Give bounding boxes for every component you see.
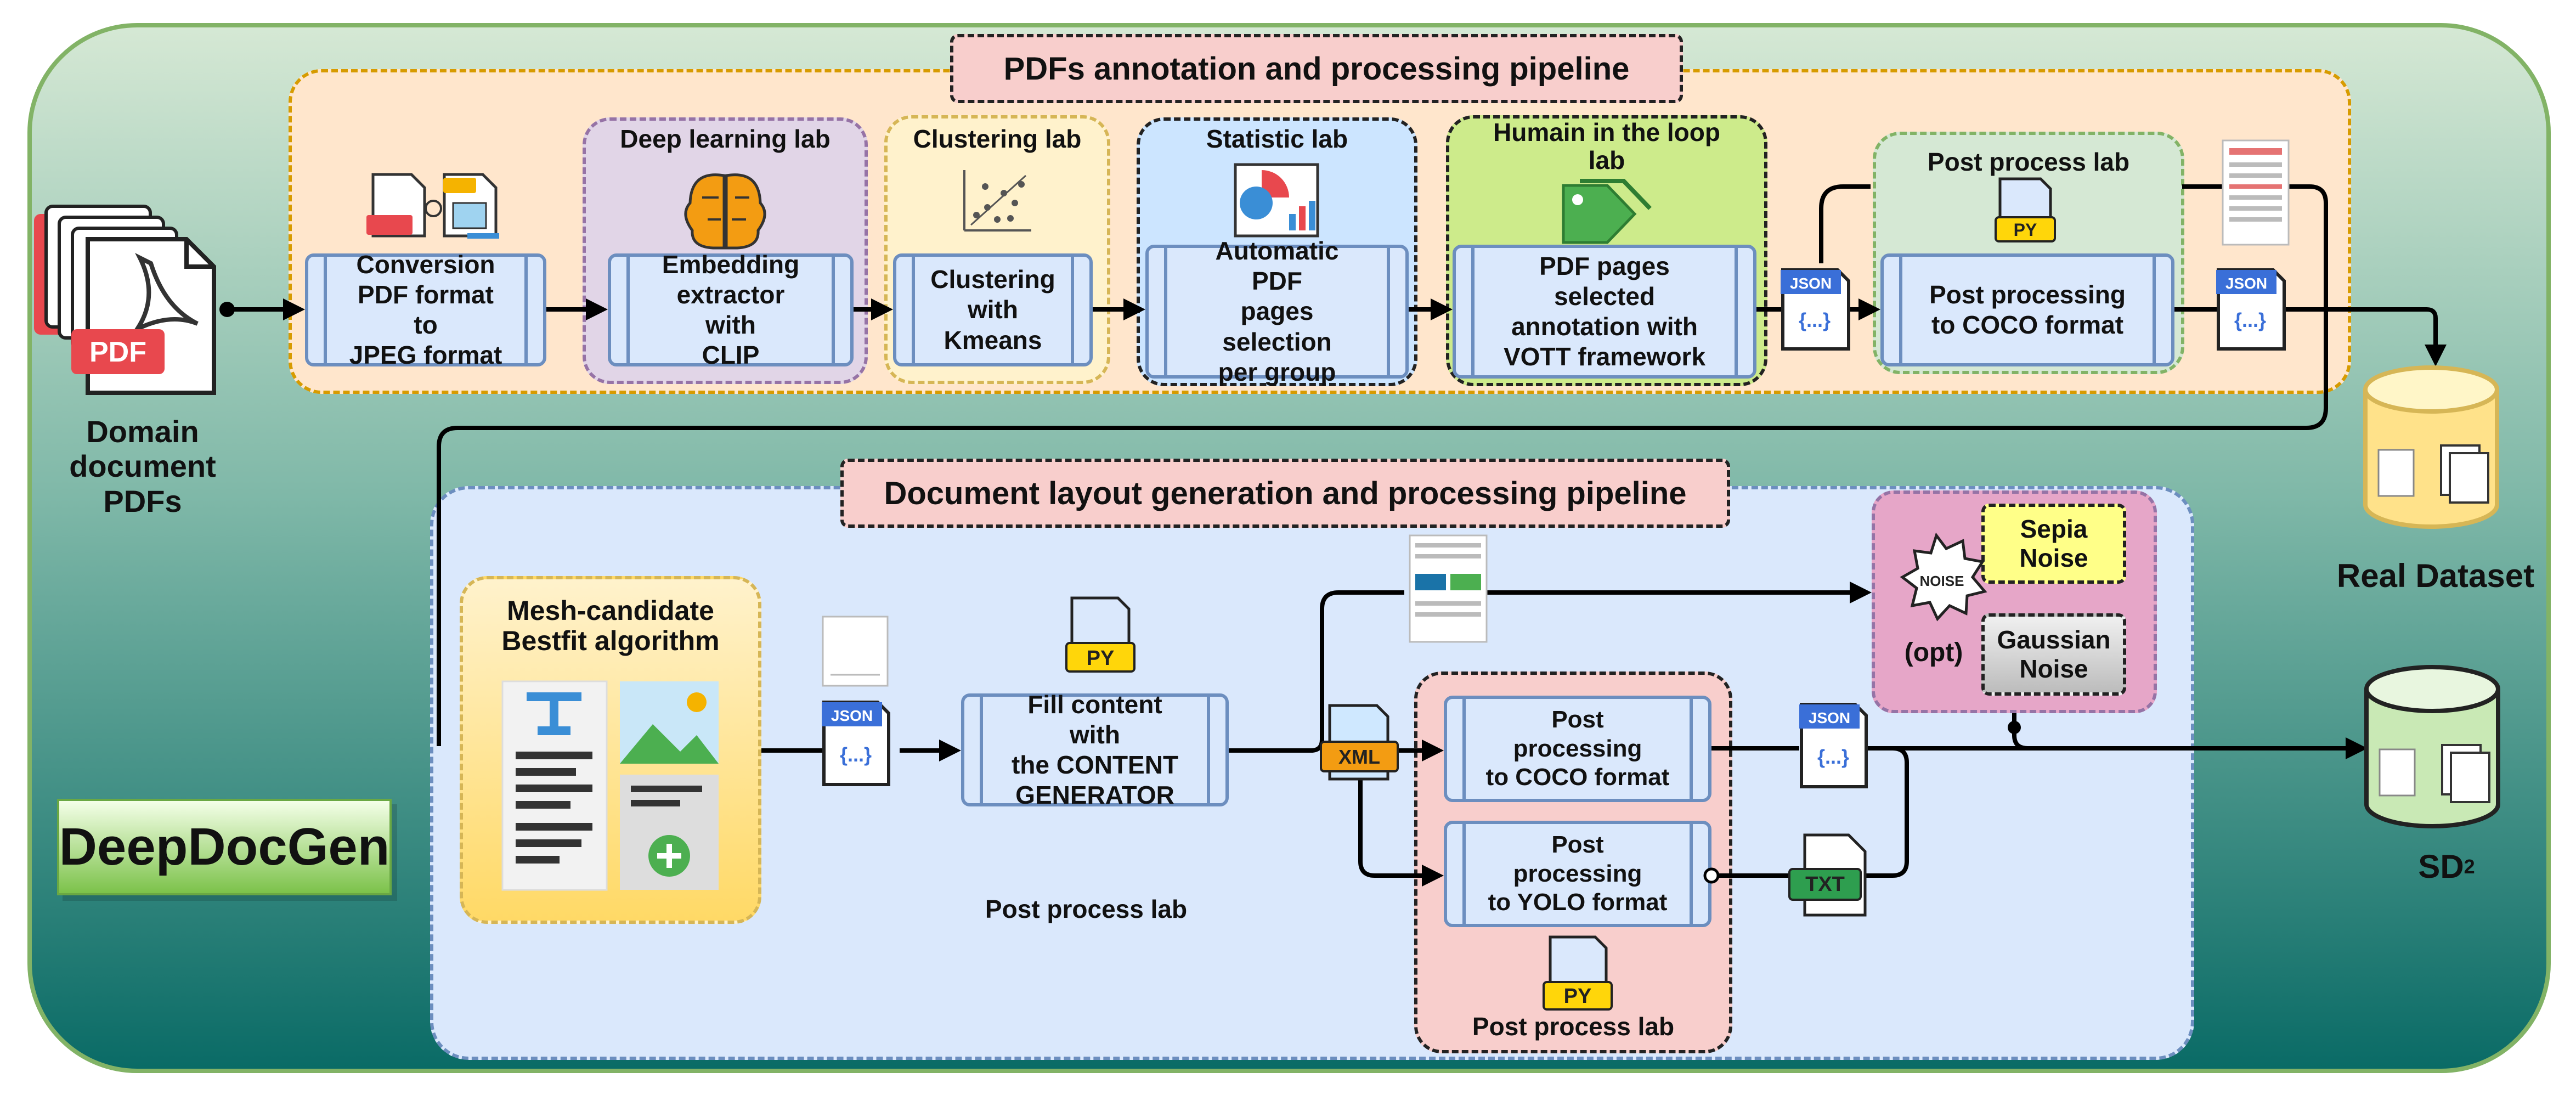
noise-burst-icon: NOISE [1900, 532, 1987, 622]
py-tag-3: PY [1564, 985, 1592, 1008]
document-thumbnail-top [2222, 139, 2290, 246]
sd2-sup: 2 [2464, 855, 2475, 878]
brain-icon [684, 173, 766, 250]
json-file-icon-top-left: JSON {...} [1781, 268, 1850, 351]
sd2-base: SD [2418, 848, 2464, 885]
layout-illustration-icon [501, 680, 719, 891]
python-file-icon-top: PY [1995, 177, 2056, 242]
document-thumbnail-generated [1409, 534, 1488, 643]
input-label: Domain document PDFs [69, 414, 216, 518]
step-coco-bottom: Post processing to COCO format [1444, 696, 1711, 802]
txt-file-icon: TXT [1703, 833, 1867, 917]
step-clustering: Clustering with Kmeans [893, 253, 1093, 366]
statistics-icon [1234, 163, 1319, 238]
brand-name: DeepDocGen [59, 817, 390, 876]
step-annotation: PDF pages selected annotation with VOTT … [1453, 245, 1756, 379]
real-dataset-label: Real Dataset [2336, 557, 2535, 595]
generation-pipeline-title: Document layout generation and processin… [840, 459, 1730, 528]
xml-tag: XML [1338, 746, 1380, 768]
sd2-database-icon [2364, 665, 2500, 828]
json-body-1: {...} [1799, 309, 1831, 331]
scatter-plot-icon [963, 170, 1031, 232]
json-file-icon-bottom-left: JSON {...} [822, 701, 890, 786]
json-tag-1: JSON [1790, 275, 1832, 292]
py-tag-2: PY [1087, 647, 1115, 670]
step-coco-top: Post processing to COCO format [1880, 253, 2174, 366]
deep-learning-lab-title: Deep learning lab [620, 125, 831, 153]
py-tag-1: PY [2014, 220, 2037, 240]
step-embedding: Embedding extractor with CLIP [608, 250, 854, 369]
mesh-candidate-title: Mesh-candidate Bestfit algorithm [501, 595, 720, 656]
gaussian-noise-box: Gaussian Noise [1981, 613, 2126, 696]
json-tag-4: JSON [1809, 709, 1850, 726]
clustering-lab-title: Clustering lab [913, 125, 1082, 153]
xml-file-icon: XML [1320, 704, 1399, 781]
post-process-lab-bottom-title: Post process lab [1472, 1012, 1675, 1041]
top-flow-lines [219, 184, 2447, 746]
python-file-icon-middle: PY [1065, 596, 1136, 673]
sepia-noise-box: Sepia Noise [1981, 504, 2126, 584]
tag-icon [1562, 179, 1652, 244]
noise-icon-text: NOISE [1920, 573, 1964, 589]
statistic-lab-title: Statistic lab [1206, 125, 1348, 153]
pdf-stack-icon: PDF [34, 205, 216, 395]
step-fill-content: Fill content with the CONTENT GENERATOR [961, 690, 1229, 809]
post-process-lab-left-title: Post process lab [985, 895, 1188, 923]
document-thumbnail-blank [822, 616, 889, 687]
json-body-4: {...} [1817, 746, 1849, 768]
noise-optional-label: (opt) [1904, 637, 1963, 667]
annotation-pipeline-title: PDFs annotation and processing pipeline [950, 34, 1683, 103]
brand-plate [57, 799, 392, 895]
pdf-badge-text: PDF [89, 336, 146, 368]
json-file-icon-bottom-right: JSON {...} [1799, 703, 1868, 788]
json-body-2: {...} [2234, 309, 2266, 331]
json-tag-3: JSON [831, 707, 873, 724]
step-conversion: Conversion PDF format to JPEG format [305, 250, 546, 369]
human-loop-lab-title: Humain in the loop lab [1493, 118, 1720, 174]
pdf-to-jpg-icon [366, 173, 499, 239]
json-body-3: {...} [840, 743, 872, 766]
json-file-icon-top-right: JSON {...} [2216, 268, 2286, 351]
bottom-flow-lines [761, 582, 2368, 887]
real-dataset-database-icon [2363, 365, 2499, 529]
post-process-lab-top-title: Post process lab [1927, 148, 2130, 176]
python-file-icon-bottom: PY [1543, 935, 1613, 1011]
step-yolo: Post processing to YOLO format [1444, 821, 1711, 927]
txt-tag: TXT [1805, 873, 1845, 896]
json-tag-2: JSON [2225, 275, 2267, 292]
